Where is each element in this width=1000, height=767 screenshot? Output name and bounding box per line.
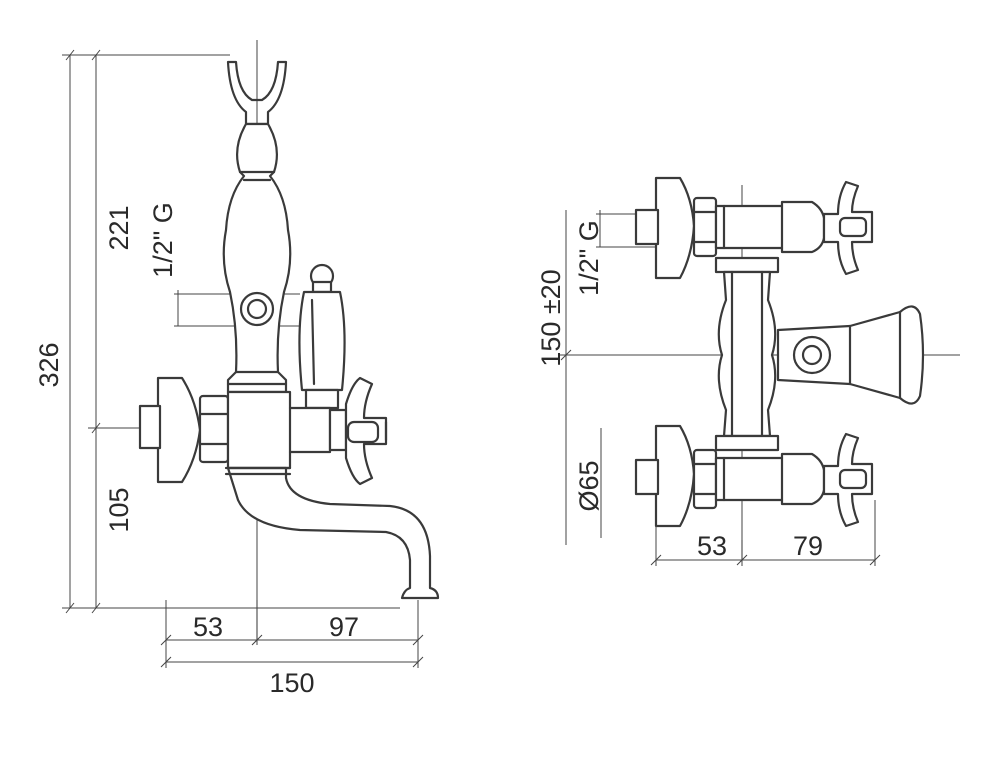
right-horizontal-dimensions	[650, 500, 881, 566]
shower-outlet-port	[239, 291, 275, 327]
dim-right-offset: 97	[329, 612, 359, 642]
diverter-outlet	[776, 305, 925, 405]
dim-right-thread: 1/2" G	[574, 220, 604, 296]
dim-lower-height: 105	[104, 487, 134, 532]
dim-total-width: 150	[269, 668, 314, 698]
central-body	[714, 256, 780, 452]
dim-right-left-offset: 53	[697, 531, 727, 561]
shower-holder-fork	[226, 60, 288, 126]
upper-cross-handle	[822, 180, 874, 276]
dim-upper-height: 221	[104, 205, 134, 250]
dim-left-offset: 53	[193, 612, 223, 642]
left-view: 326 221 105 1/2" G 53 97 150	[34, 40, 440, 698]
dim-left-thread: 1/2" G	[148, 202, 178, 278]
dim-centre-distance: 150 ±20	[536, 269, 566, 366]
left-wall-connector	[138, 376, 230, 484]
shower-column	[222, 122, 292, 394]
lower-inlet	[634, 424, 826, 528]
diverter-lever	[298, 263, 346, 410]
left-horizontal-dimensions	[160, 600, 424, 668]
dim-diameter: Ø65	[574, 460, 604, 511]
dim-overall-height: 326	[34, 342, 64, 387]
dim-right-right-offset: 79	[793, 531, 823, 561]
bath-spout	[226, 466, 440, 600]
left-cross-handle	[328, 376, 388, 486]
left-vertical-dimensions	[62, 49, 400, 614]
lower-cross-handle	[822, 432, 874, 528]
right-view: 150 ±20 1/2" G Ø65 53 79	[536, 176, 960, 566]
